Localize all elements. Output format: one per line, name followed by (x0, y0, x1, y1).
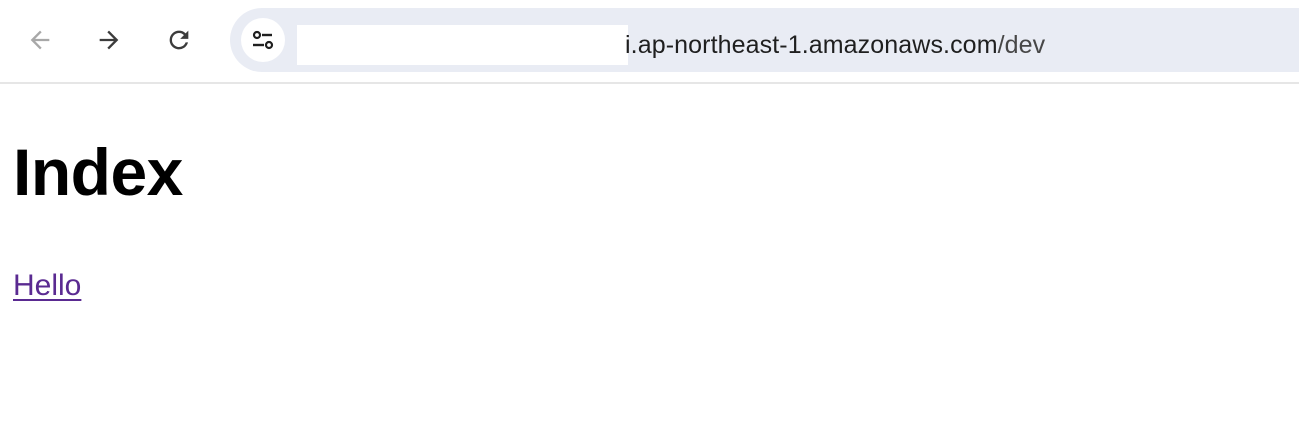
site-info-button[interactable] (241, 18, 285, 62)
url-redaction (297, 25, 628, 65)
browser-toolbar: i.ap-northeast-1.amazonaws.com/dev (0, 0, 1299, 84)
back-button[interactable] (20, 20, 60, 60)
url-path: /dev (997, 31, 1046, 59)
address-bar[interactable]: i.ap-northeast-1.amazonaws.com/dev (230, 8, 1299, 72)
page-content: Index Hello (0, 86, 1299, 432)
arrow-left-icon (30, 30, 50, 50)
reload-button[interactable] (159, 20, 199, 60)
url-host: i.ap-northeast-1.amazonaws.com (625, 31, 998, 59)
page-title: Index (13, 135, 183, 209)
hello-link[interactable]: Hello (13, 269, 82, 302)
forward-button[interactable] (89, 20, 129, 60)
url-text[interactable]: i.ap-northeast-1.amazonaws.com/dev (625, 25, 1045, 65)
reload-icon (169, 30, 189, 50)
arrow-right-icon (99, 30, 119, 50)
tune-icon (252, 30, 274, 50)
